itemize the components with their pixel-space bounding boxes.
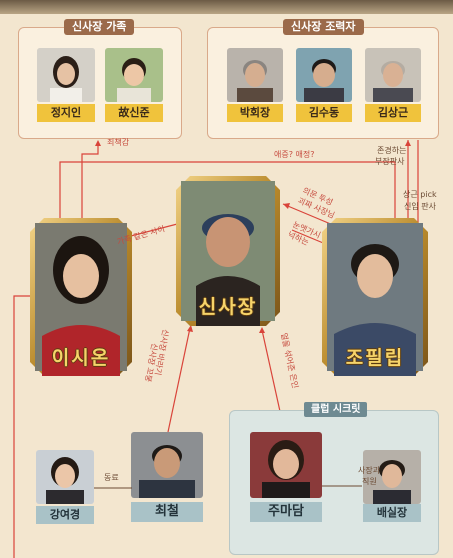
top-strip (0, 0, 453, 14)
main-card-jopilrip (322, 218, 428, 376)
relation-guilt: 죄책감 (107, 138, 130, 147)
portrait-jumadam (250, 432, 322, 498)
family-panel-title: 신사장 가족 (64, 19, 135, 35)
main-name-jopilrip: 조필립 (345, 347, 405, 369)
relation-boss-line1: 사장과 (358, 466, 381, 475)
portrait-kimsanggeun (365, 48, 421, 102)
relation-colleague: 동료 (104, 473, 119, 482)
main-name-sinsajang: 신사장 (198, 296, 258, 318)
portrait-choichul (131, 432, 203, 498)
name-tag-sinjun: 故신준 (105, 104, 163, 122)
portrait-kimsudong (296, 48, 352, 102)
relation-love: 애증? 애정? (274, 150, 315, 159)
portrait-sinjun (105, 48, 163, 102)
name-tag-kimsudong: 김수동 (296, 104, 352, 122)
name-tag-jumadam: 주마담 (250, 502, 322, 522)
club-panel-title: 클럽 시크릿 (304, 402, 368, 417)
relation-respect-line1: 존경하는 (377, 146, 407, 155)
name-tag-jeongjiin: 정지인 (37, 104, 95, 122)
portrait-parkhoejang (227, 48, 283, 102)
portrait-kangyeogyeong (36, 450, 94, 504)
name-tag-choichul: 최철 (131, 502, 203, 522)
name-tag-kangyeogyeong: 강여경 (36, 506, 94, 524)
name-tag-baesiljang: 배실장 (363, 504, 421, 522)
relation-pick-line1: 상근 pick (403, 190, 437, 199)
colleague-link (94, 487, 132, 489)
main-card-isiwon (30, 218, 132, 376)
portrait-jeongjiin (37, 48, 95, 102)
relation-pick-line2: 신입 판사 (404, 202, 436, 211)
relation-boss-line2: 직원 (362, 477, 377, 486)
relation-respect-line2: 부장판사 (375, 157, 405, 166)
club-link (322, 485, 362, 487)
main-name-isiwon: 이시온 (51, 347, 111, 369)
main-card-sinsajang (176, 176, 280, 326)
name-tag-kimsanggeun: 김상근 (365, 104, 421, 122)
portrait-baesiljang (363, 450, 421, 504)
name-tag-parkhoejang: 박회장 (227, 104, 283, 122)
helpers-panel-title: 신사장 조력자 (283, 19, 364, 35)
